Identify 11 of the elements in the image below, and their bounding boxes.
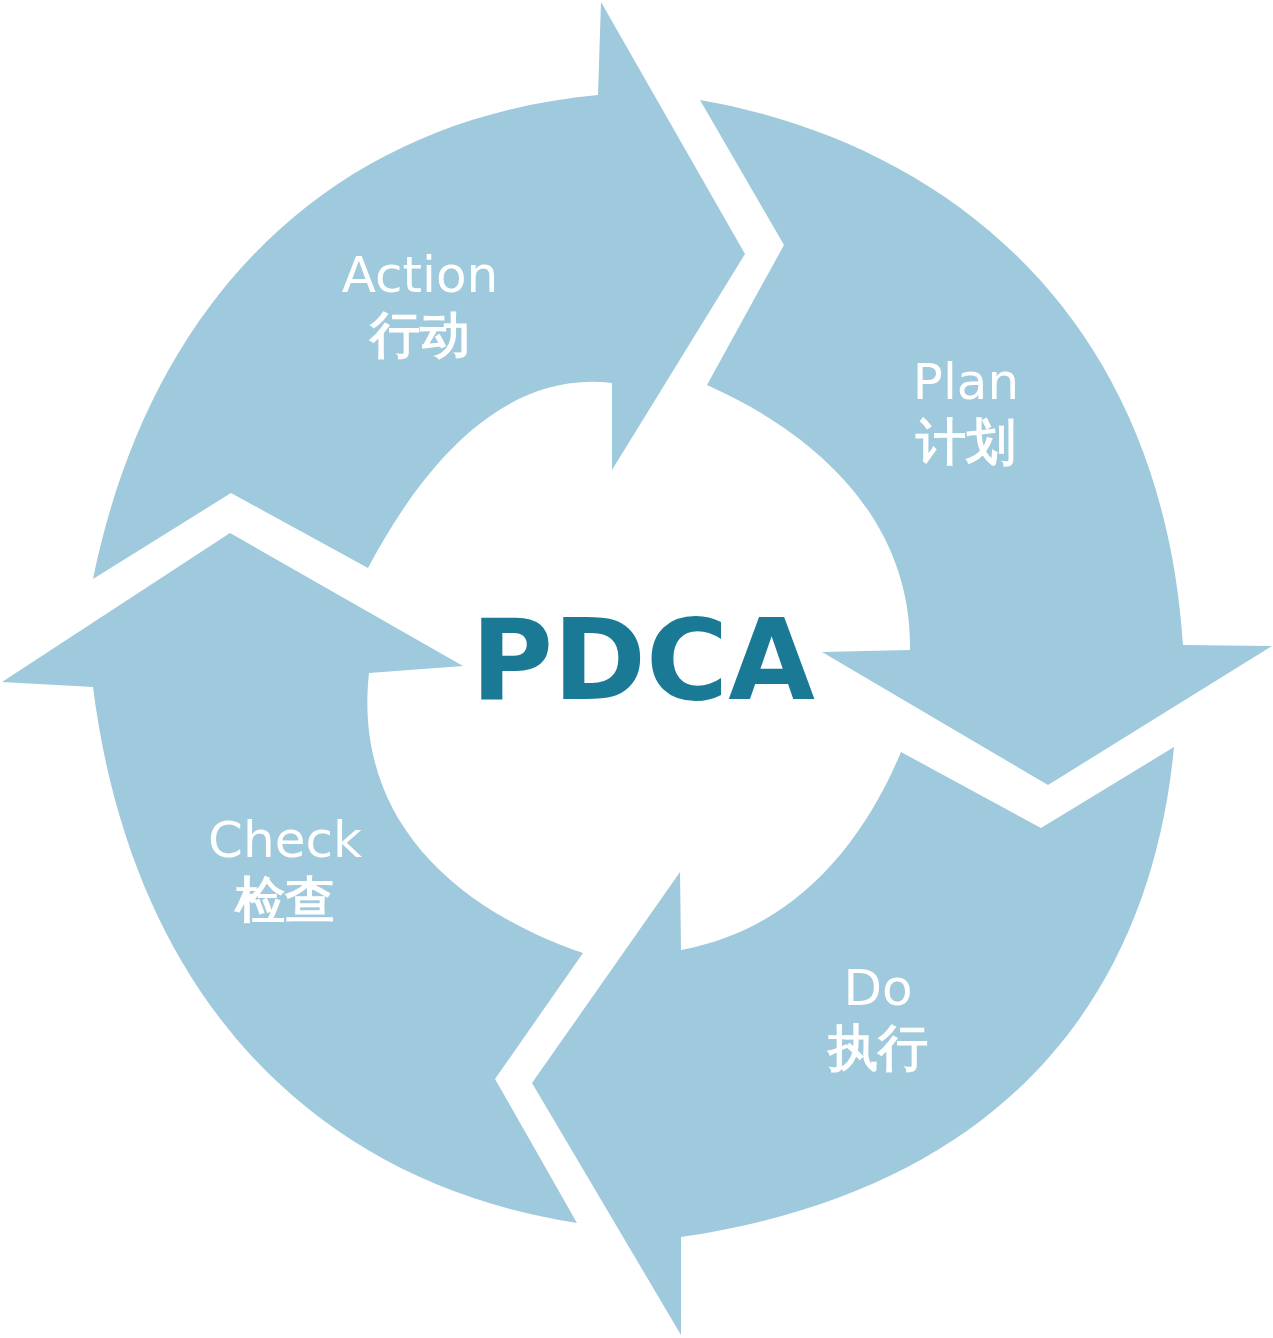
cycle-segment [93,2,746,580]
stage-label: Check [208,810,362,870]
cycle-segment [532,747,1175,1336]
title: PDCA [471,600,815,720]
stage-label: 执行 [828,1018,928,1078]
stage-label: 检查 [235,870,335,930]
stage-label: Do [843,958,913,1018]
stage-label: 行动 [370,305,470,365]
stage-label: Plan [912,352,1020,412]
stage-label: 计划 [916,412,1016,472]
stage-label: Action [341,245,499,305]
